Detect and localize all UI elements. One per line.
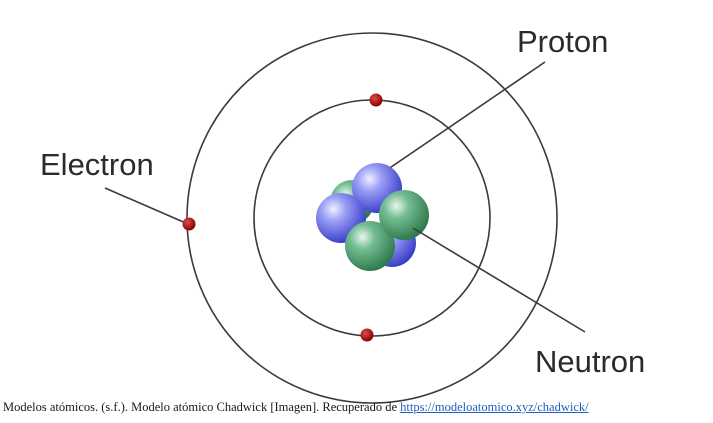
proton-label: Proton <box>517 24 608 59</box>
electron-leader-line <box>104 187 189 225</box>
outer-orbit <box>186 32 558 404</box>
electron-particle <box>182 217 196 231</box>
electron-particle <box>360 328 374 342</box>
neutron-leader-line <box>412 227 586 333</box>
inner-orbit <box>253 99 491 337</box>
neutron-particle <box>379 190 429 240</box>
neutron-particle <box>345 221 395 271</box>
image-citation: Modelos atómicos. (s.f.). Modelo atómico… <box>3 399 708 415</box>
neutron-label: Neutron <box>535 344 645 379</box>
citation-text: Modelos atómicos. (s.f.). Modelo atómico… <box>3 400 401 414</box>
nucleus <box>316 163 429 271</box>
citation-link[interactable]: https://modeloatomico.xyz/chadwick/ <box>400 400 589 414</box>
proton-leader-line <box>377 61 546 177</box>
electron-particle <box>369 93 383 107</box>
electron-label: Electron <box>40 147 154 182</box>
